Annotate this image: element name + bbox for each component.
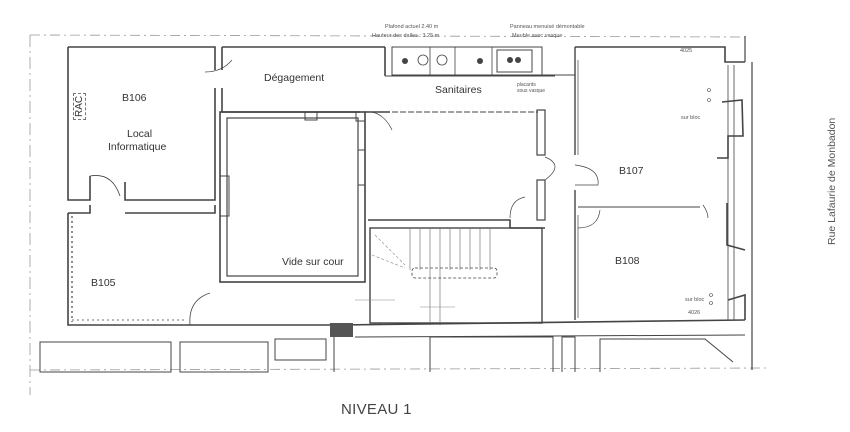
room-b108-code: B108 — [615, 255, 640, 267]
b107-note: sur bloc — [681, 115, 701, 121]
level-title: NIVEAU 1 — [341, 401, 412, 418]
street-name: Rue Lafaurie de Monbadon — [826, 117, 838, 245]
removable-panel-note: Panneau menuisé démontable — [510, 24, 585, 30]
slab-height-note: Hauteur des dalles : 3.25 m — [372, 33, 440, 39]
room-degagement: Dégagement — [264, 72, 325, 84]
room-b106-name-2: Informatique — [108, 141, 167, 153]
under-sink-note-2: sous vasque — [517, 88, 546, 94]
room-b107-code: B107 — [619, 165, 644, 177]
room-sanitaires: Sanitaires — [435, 84, 482, 96]
b108-ref: 4026 — [688, 310, 701, 316]
room-b105-code: B105 — [91, 277, 116, 289]
room-b106-code: B106 — [122, 92, 147, 104]
sink-furniture-note: Meuble avec vasque — [512, 33, 563, 39]
b107-ref: 4025 — [680, 48, 693, 54]
under-sink-note-1: placards — [517, 82, 536, 88]
rac-label: RAC — [73, 92, 86, 120]
b108-note: sur bloc — [685, 297, 705, 303]
room-vide-sur-cour: Vide sur cour — [282, 256, 344, 268]
room-b106-name-1: Local — [127, 128, 153, 140]
ceiling-height-note: Plafond actuel 2.40 m — [385, 24, 439, 30]
